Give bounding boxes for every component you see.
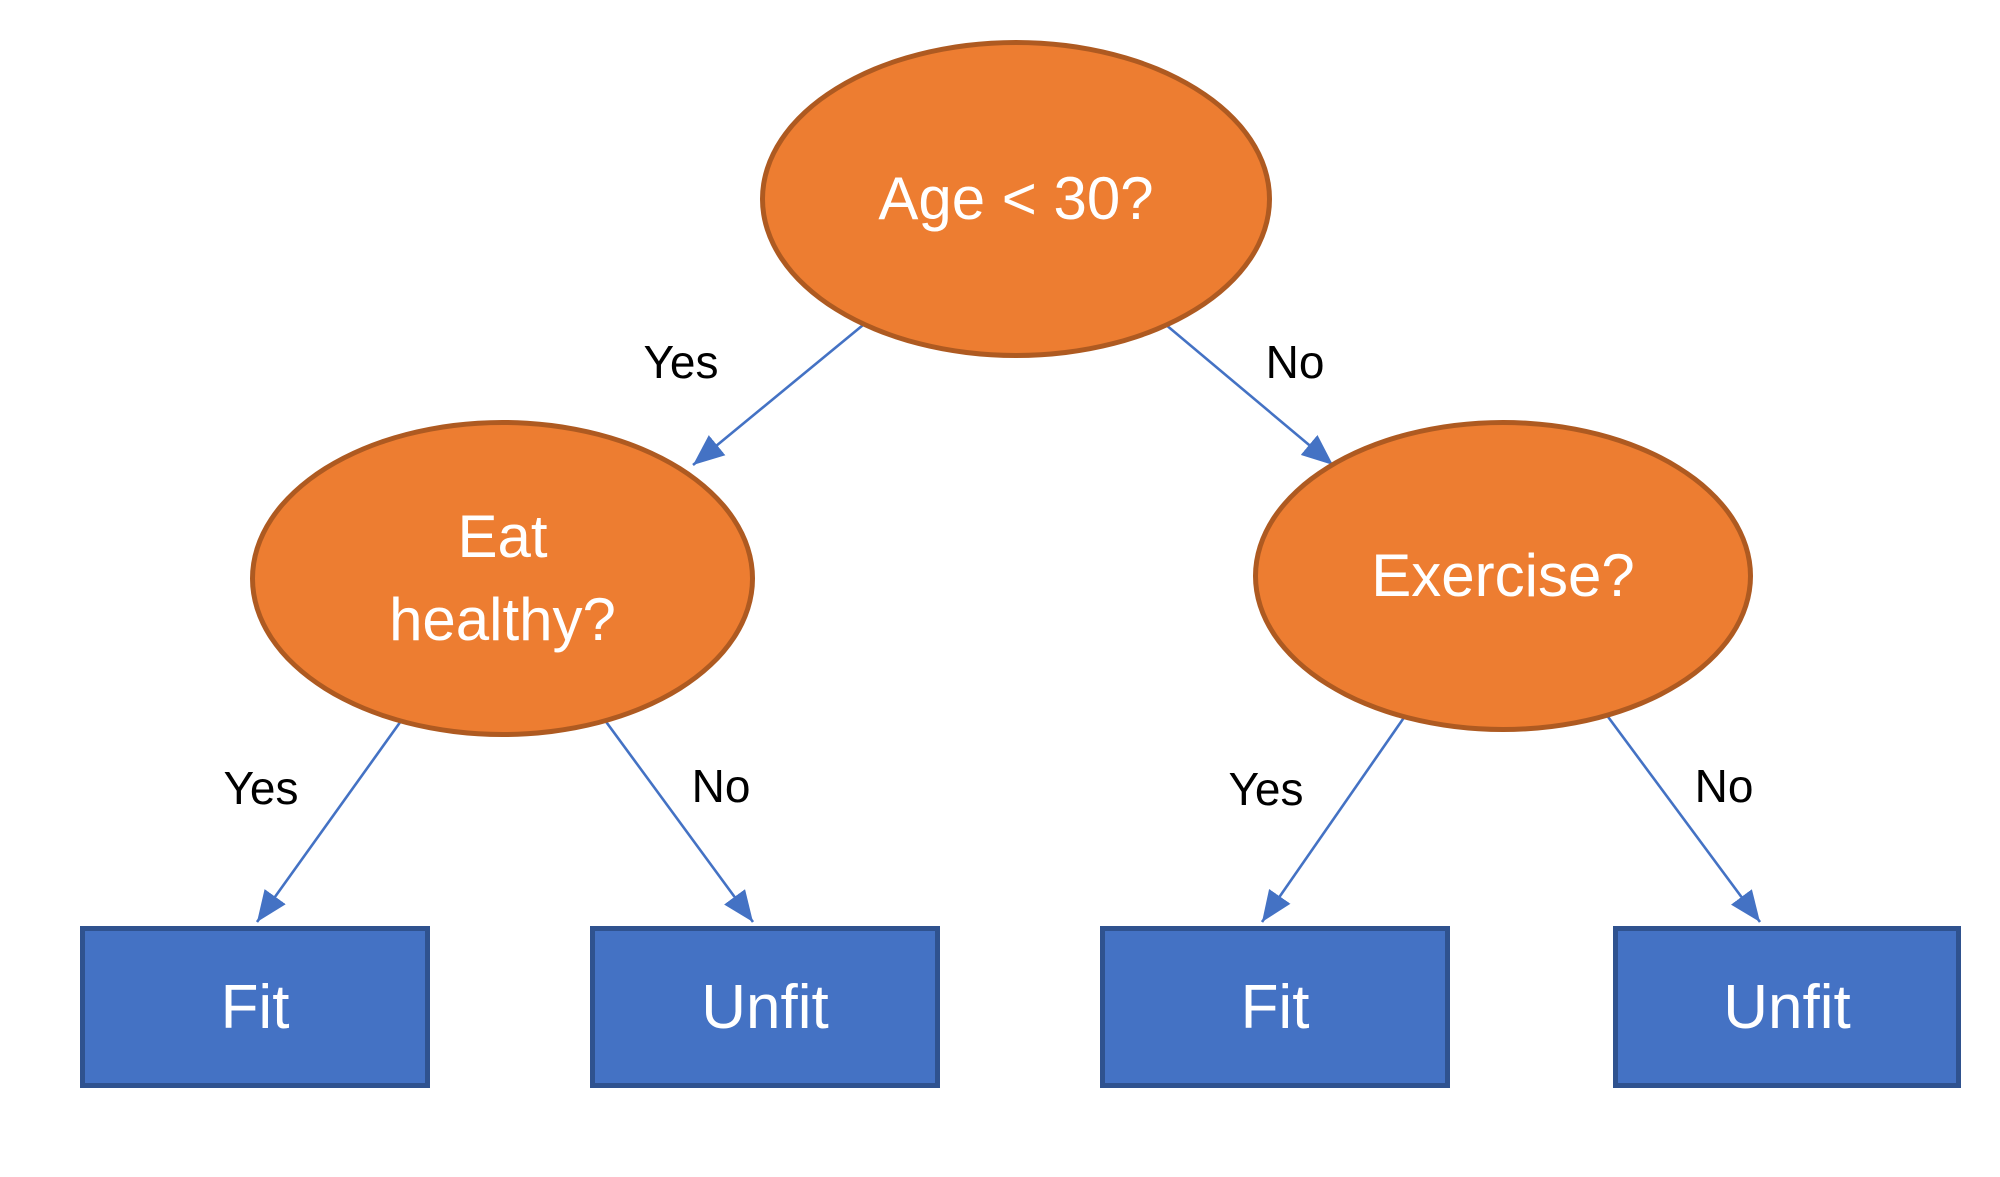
leaf-node-fit-right: Fit xyxy=(1100,926,1450,1088)
decision-node-eat-healthy-label: Eat healthy? xyxy=(389,502,616,653)
leaf-node-fit-left-label: Fit xyxy=(220,972,290,1042)
leaf-node-unfit-left-label: Unfit xyxy=(701,972,829,1042)
decision-node-eat-healthy: Eat healthy? xyxy=(250,420,755,737)
edge-label-exercise-no: No xyxy=(1694,760,1754,812)
decision-node-exercise-label: Exercise? xyxy=(1371,541,1635,609)
edge-label-root-no: No xyxy=(1265,336,1325,388)
edge-label-eat-yes: Yes xyxy=(223,762,299,814)
leaf-node-unfit-right-label: Unfit xyxy=(1723,972,1851,1042)
edge-label-exercise-yes: Yes xyxy=(1228,763,1304,815)
leaf-node-unfit-left: Unfit xyxy=(590,926,940,1088)
decision-node-exercise: Exercise? xyxy=(1253,420,1753,732)
leaf-node-unfit-right: Unfit xyxy=(1613,926,1961,1088)
edge-label-root-yes: Yes xyxy=(643,336,719,388)
leaf-node-fit-right-label: Fit xyxy=(1240,972,1310,1042)
edge-label-eat-no: No xyxy=(691,760,751,812)
decision-node-age: Age < 30? xyxy=(760,40,1272,358)
leaf-node-fit-left: Fit xyxy=(80,926,430,1088)
decision-node-age-label: Age < 30? xyxy=(878,164,1154,232)
